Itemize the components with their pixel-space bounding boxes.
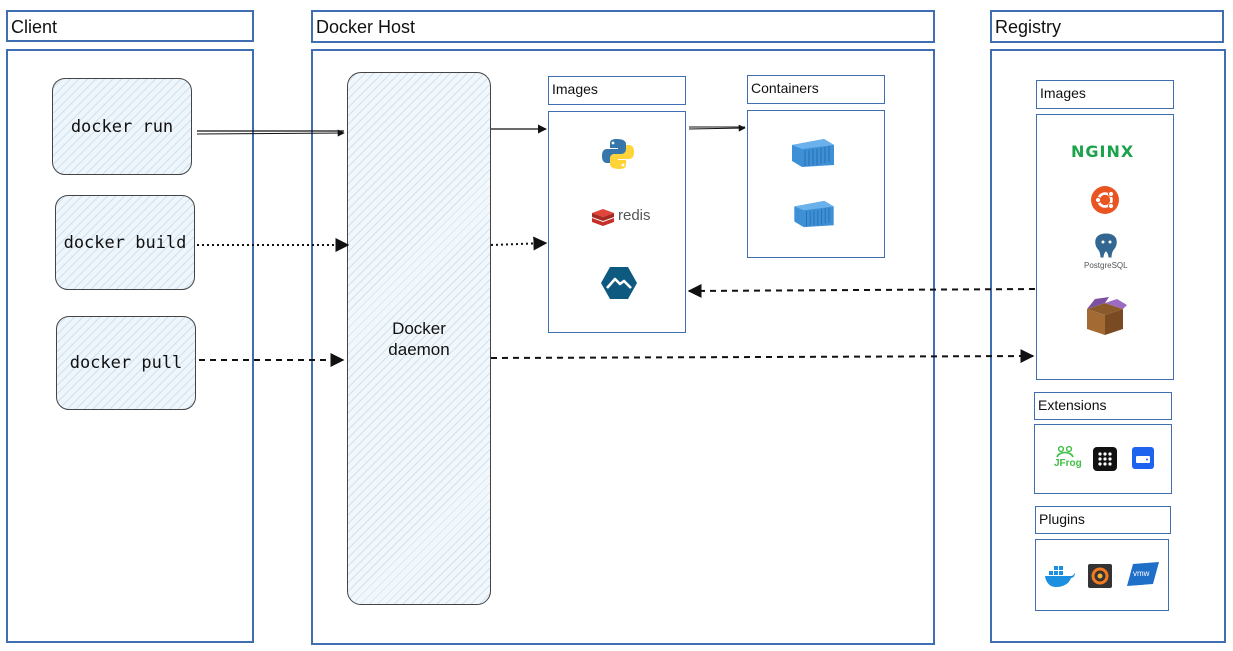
plugins-panel: vmw <box>1035 539 1169 611</box>
docker-build-command[interactable]: docker build <box>55 195 195 290</box>
host-images-panel: redis <box>548 111 686 333</box>
docker-run-label: docker run <box>70 116 174 137</box>
ubuntu-icon <box>1091 186 1119 214</box>
vmware-icon <box>1127 562 1159 586</box>
box-icon <box>1087 297 1127 335</box>
host-images-title: Images <box>552 81 598 97</box>
containers-panel <box>747 110 885 258</box>
jfrog-frog-icon <box>1056 445 1074 458</box>
plugins-title: Plugins <box>1039 511 1085 527</box>
grafana-icon <box>1088 564 1112 588</box>
nginx-logo: NGINX <box>1071 142 1135 161</box>
registry-images-header: Images <box>1036 80 1174 109</box>
jfrog-label: JFrog <box>1054 458 1082 469</box>
registry-images-title: Images <box>1040 85 1086 101</box>
docker-pull-label: docker pull <box>69 353 183 373</box>
docker-daemon[interactable]: Docker daemon <box>347 72 491 605</box>
extensions-panel: JFrog <box>1034 424 1172 494</box>
docker-host-title: Docker Host <box>316 17 416 37</box>
alpine-icon <box>601 267 637 299</box>
containers-title: Containers <box>751 80 819 96</box>
container-icon <box>794 200 834 228</box>
containers-header: Containers <box>747 75 885 104</box>
docker-host-header: Docker Host <box>311 10 935 43</box>
disk-app-icon <box>1132 447 1154 469</box>
docker-whale-icon <box>1045 566 1075 587</box>
extensions-title: Extensions <box>1038 397 1107 413</box>
redis-label: redis <box>618 207 651 224</box>
postgresql-label: PostgreSQL <box>1084 261 1128 270</box>
docker-pull-command[interactable]: docker pull <box>56 316 196 410</box>
docker-build-label: docker build <box>63 232 187 253</box>
extensions-header: Extensions <box>1034 392 1172 420</box>
grid-app-icon <box>1093 447 1117 471</box>
container-icon <box>792 139 834 167</box>
registry-title: Registry <box>995 17 1062 37</box>
vmw-label: vmw <box>1133 569 1150 578</box>
host-images-header: Images <box>548 76 686 105</box>
daemon-label-line2: daemon <box>388 339 450 359</box>
redis-icon <box>592 209 614 226</box>
client-title: Client <box>11 17 58 37</box>
client-header: Client <box>6 10 254 42</box>
python-icon <box>602 139 634 169</box>
registry-images-panel: NGINX PostgreSQL <box>1036 114 1174 380</box>
registry-header: Registry <box>990 10 1224 43</box>
postgresql-icon <box>1094 232 1118 259</box>
plugins-header: Plugins <box>1035 506 1171 534</box>
docker-run-command[interactable]: docker run <box>52 78 192 175</box>
daemon-label-line1: Docker <box>392 318 446 338</box>
